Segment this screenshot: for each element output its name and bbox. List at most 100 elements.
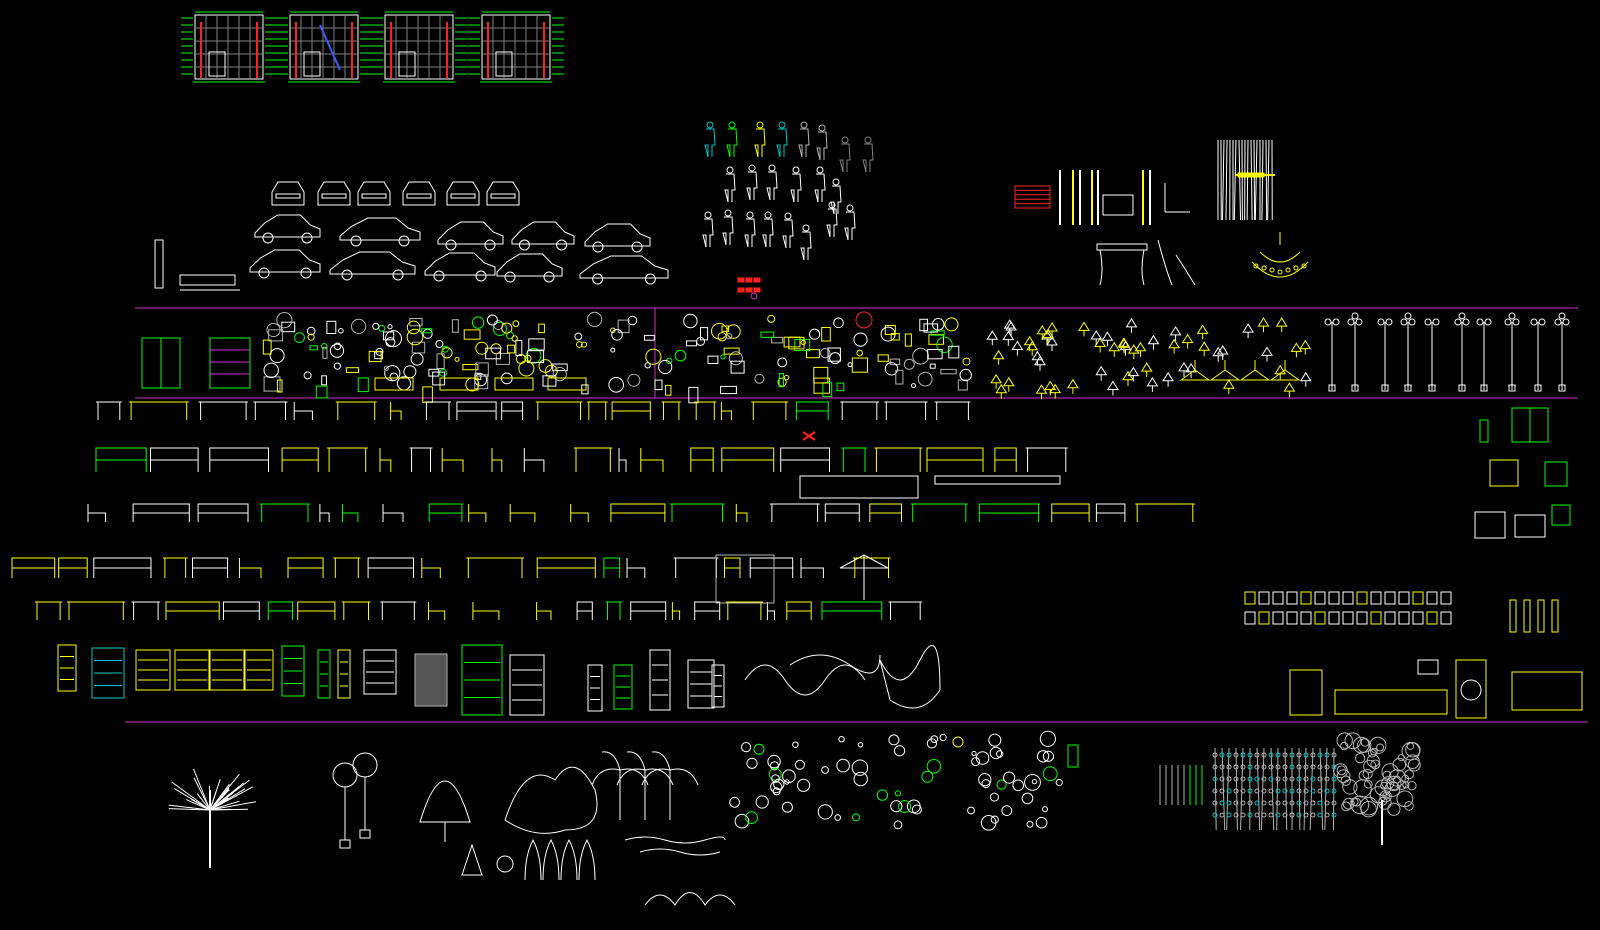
sofa-elevation — [926, 447, 984, 472]
red-stool — [802, 431, 816, 441]
screen-and-door-blocks-group[interactable] — [57, 644, 941, 716]
car-front-view — [357, 181, 391, 206]
chair-elevation — [509, 504, 536, 522]
pendant-chandelier — [1269, 369, 1301, 381]
picture-frame — [1440, 591, 1452, 605]
sanitary-fixture — [889, 358, 901, 366]
bamboo-leaf — [1219, 752, 1225, 758]
fixture-round — [486, 314, 498, 326]
picture-frame — [1314, 611, 1326, 625]
sanitary-fixture — [315, 385, 328, 399]
curtain-blocks-group[interactable] — [1014, 139, 1309, 286]
sanitary-fixture — [451, 319, 459, 333]
canopy-leaf-cluster — [1397, 754, 1405, 762]
picture-frame — [1412, 591, 1424, 605]
frame-blocks-group[interactable] — [1244, 591, 1583, 719]
furniture-blocks-group[interactable] — [11, 401, 1571, 620]
table-lamp — [1275, 317, 1288, 333]
person-figure — [782, 219, 794, 249]
shrub-block — [893, 820, 903, 830]
car-side-view — [249, 249, 321, 273]
shrub-block — [1001, 805, 1013, 816]
fixture-round — [490, 343, 502, 355]
canopy-leaf-cluster — [1384, 781, 1401, 797]
topiary-ball — [352, 752, 378, 778]
sanitary-fixture — [927, 349, 943, 360]
person-figure — [726, 128, 738, 158]
shrub-block — [1031, 779, 1038, 785]
shrub-block — [911, 804, 922, 815]
street-lamp-base — [1480, 384, 1488, 392]
bamboo-leaf — [1219, 788, 1225, 794]
picture-frame — [1244, 591, 1256, 605]
bamboo-leaf — [1226, 752, 1232, 758]
chair-elevation — [536, 602, 552, 620]
car-grille — [361, 193, 387, 199]
sanitary-fixture — [322, 346, 328, 359]
sofa-elevation — [150, 447, 199, 472]
bamboo-leaf — [1331, 776, 1337, 782]
plant-landscape-group[interactable] — [168, 730, 1421, 906]
canopy-leaf-cluster — [1350, 795, 1370, 815]
chair-elevation — [293, 402, 313, 420]
sanitary-fixture — [957, 379, 968, 391]
bathtub — [547, 377, 587, 391]
person-figure — [746, 171, 758, 201]
topiary-pot — [359, 829, 371, 839]
grass-line — [624, 836, 726, 844]
car-front-view — [446, 181, 480, 206]
table-lamp — [1078, 321, 1090, 337]
bamboo-leaf — [1212, 776, 1218, 782]
sanitary-fixture — [527, 350, 545, 364]
people-blocks-group[interactable] — [702, 121, 874, 300]
bamboo-leaf — [1240, 776, 1246, 782]
fixture-round — [767, 314, 776, 323]
chair-elevation — [491, 448, 503, 472]
shrub-block — [898, 800, 912, 813]
canopy-leaf-cluster — [1351, 797, 1361, 807]
solid-door — [414, 653, 448, 707]
bamboo-leaf — [1254, 776, 1260, 782]
fixture-round — [410, 352, 424, 366]
column-elevation — [154, 239, 164, 289]
long-dining-table — [934, 475, 1061, 485]
carved-screen-panel — [91, 647, 125, 699]
vehicle-blocks-group[interactable] — [154, 181, 669, 291]
sanitary-fixture — [688, 386, 699, 404]
sanitary-fixture — [617, 319, 630, 334]
elevation-drawings-group[interactable] — [181, 11, 564, 83]
sanitary-fixture — [783, 336, 801, 348]
person-figure — [862, 143, 874, 173]
bamboo-leaf — [1212, 764, 1218, 770]
sofa-elevation — [749, 557, 794, 578]
bamboo-leaf — [1254, 752, 1260, 758]
fixture-round — [441, 347, 453, 359]
table-lamp — [1031, 350, 1044, 366]
bamboo-leaf — [1324, 776, 1330, 782]
drape-fold — [1265, 139, 1268, 221]
pendant-chandelier — [1209, 369, 1241, 381]
table-lamp — [1094, 337, 1107, 353]
fixture-round — [962, 357, 971, 366]
bamboo-leaf — [1261, 752, 1267, 758]
bamboo-leaf — [1261, 776, 1267, 782]
pendant-chandelier — [1179, 369, 1211, 381]
ornament-carving — [744, 664, 866, 696]
bamboo-leaf — [1289, 764, 1295, 770]
picture-frame — [1440, 611, 1452, 625]
bamboo-leaf — [1275, 776, 1281, 782]
picture-frame — [1342, 611, 1354, 625]
chair-elevation — [671, 602, 681, 620]
fixture-round — [387, 324, 393, 330]
chair-elevation — [382, 504, 404, 522]
drape-fold — [1254, 139, 1258, 221]
bath-kitchen-lighting-group[interactable] — [141, 311, 1570, 404]
bamboo-leaf — [1317, 800, 1323, 806]
shrub-block — [1012, 779, 1025, 792]
column-elevation — [1509, 599, 1517, 633]
chandelier-crystal — [1301, 263, 1307, 269]
bamboo-leaf — [1219, 764, 1225, 770]
bamboo-leaf — [1317, 776, 1323, 782]
